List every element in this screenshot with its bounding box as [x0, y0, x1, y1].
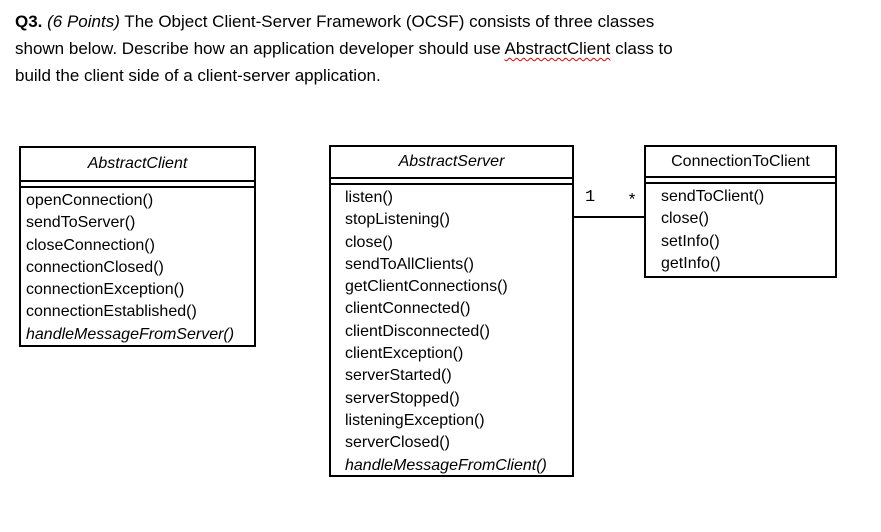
- method-item: listen(): [345, 189, 394, 206]
- method-item: getInfo(): [661, 254, 721, 272]
- method-item: connectionException(): [26, 281, 185, 299]
- method-item: serverStopped(): [345, 389, 460, 407]
- method-item: setInfo(): [661, 232, 720, 250]
- method-item: stopListening(): [345, 211, 450, 229]
- multiplicity-one-label: 1: [585, 188, 596, 207]
- abstract-method-item: handleMessageFromClient(): [345, 456, 547, 474]
- methods-compartment: sendToClient() close() setInfo() getInfo…: [646, 184, 835, 275]
- question-line-2: shown below. Describe how an application…: [15, 35, 855, 62]
- attributes-compartment: [646, 178, 835, 184]
- method-item: serverStarted(): [345, 367, 452, 385]
- multiplicity-many-label: *: [627, 192, 638, 211]
- connectiontoclient-class-box: ConnectionToClient sendToClient() close(…: [644, 145, 837, 278]
- attributes-compartment: [21, 182, 254, 188]
- question-text: Q3. (6 Points) The Object Client-Server …: [15, 8, 855, 89]
- method-item: close(): [345, 233, 394, 251]
- methods-compartment: openConnection() sendToServer() closeCon…: [21, 188, 254, 346]
- method-item: sendToAllClients(): [345, 255, 474, 273]
- abstractserver-class-box: AbstractServer listen() stopListening() …: [329, 145, 574, 477]
- method-item: connectionEstablished(): [26, 303, 197, 321]
- question-number-label: Q3.: [15, 12, 43, 31]
- question-line-1-text: The Object Client-Server Framework (OCSF…: [119, 12, 655, 31]
- method-item: connectionClosed(): [26, 258, 164, 276]
- method-item: clientConnected(): [345, 300, 471, 318]
- method-item: sendToClient(): [661, 188, 765, 205]
- question-line-2-tail: class to: [610, 39, 673, 58]
- question-line-1: Q3. (6 Points) The Object Client-Server …: [15, 8, 855, 35]
- method-item: serverClosed(): [345, 434, 450, 452]
- class-name-title: AbstractClient: [21, 148, 254, 182]
- method-item: getClientConnections(): [345, 278, 508, 296]
- abstractclient-class-box: AbstractClient openConnection() sendToSe…: [19, 146, 256, 347]
- method-item: close(): [661, 210, 710, 228]
- association-line: [573, 216, 644, 218]
- method-item: openConnection(): [26, 192, 154, 209]
- class-name-title: ConnectionToClient: [646, 147, 835, 178]
- question-line-3: build the client side of a client-server…: [15, 62, 855, 89]
- method-item: clientException(): [345, 345, 464, 363]
- method-item: listeningException(): [345, 411, 485, 429]
- method-item: sendToServer(): [26, 214, 136, 232]
- methods-compartment: listen() stopListening() close() sendToA…: [331, 185, 572, 477]
- question-line-2-text: shown below. Describe how an application…: [15, 39, 505, 58]
- points-label: (6 Points): [42, 12, 120, 31]
- misspelled-word: AbstractClient: [504, 39, 611, 58]
- method-item: clientDisconnected(): [345, 322, 490, 340]
- question-line-3-text: build the client side of a client-server…: [15, 66, 381, 85]
- abstract-method-item: handleMessageFromServer(): [26, 325, 235, 343]
- class-name-title: AbstractServer: [331, 147, 572, 179]
- attributes-compartment: [331, 179, 572, 185]
- method-item: closeConnection(): [26, 236, 155, 254]
